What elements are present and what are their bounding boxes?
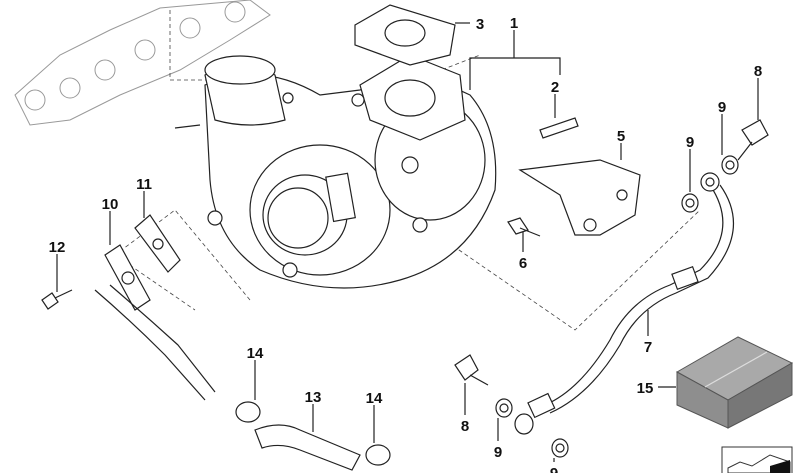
callout-8b: 8	[461, 418, 469, 435]
callout-7: 7	[644, 339, 652, 356]
oil-return-pipe	[94, 284, 216, 401]
callout-14b: 14	[366, 390, 383, 407]
callout-12: 12	[49, 239, 66, 256]
callout-leaders	[56, 22, 759, 462]
washers	[495, 155, 739, 458]
bolt	[507, 217, 541, 237]
hose-clamp-2	[365, 444, 391, 466]
hose	[254, 424, 361, 471]
exhaust-manifold	[14, 0, 271, 126]
banjo-bolt	[737, 119, 769, 161]
callout-6: 6	[519, 255, 527, 272]
turbocharger	[174, 54, 497, 289]
callout-13: 13	[305, 389, 322, 406]
callout-3: 3	[476, 16, 484, 33]
gasket-kit-box	[675, 336, 794, 429]
callout-8: 8	[754, 63, 762, 80]
callout-14: 14	[247, 345, 264, 362]
oil-feed-pipe	[544, 184, 724, 406]
bracket	[518, 159, 641, 236]
callout-5: 5	[617, 128, 625, 145]
bolt-12	[41, 289, 73, 310]
callout-15: 15	[637, 380, 654, 397]
callout-11: 11	[136, 176, 152, 193]
diagram-symbol-box	[721, 446, 793, 473]
stud	[539, 117, 579, 139]
callout-9: 9	[718, 99, 726, 116]
callout-2: 2	[551, 79, 559, 96]
callout-1: 1	[510, 15, 518, 32]
callout-9c: 9	[494, 444, 502, 461]
callout-9b: 9	[686, 134, 694, 151]
banjo-bolt-lower	[454, 354, 489, 386]
hose-clamp	[235, 401, 261, 423]
callout-9d: 9	[550, 465, 558, 473]
callout-10: 10	[102, 196, 119, 213]
